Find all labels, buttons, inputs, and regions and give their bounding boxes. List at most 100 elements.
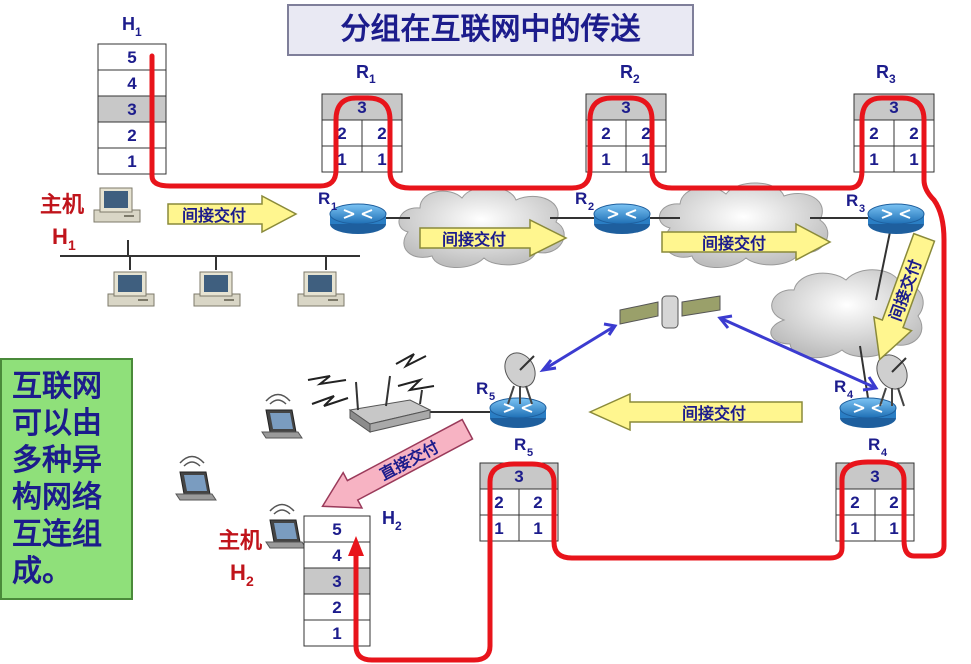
layer-label: 4	[332, 546, 342, 565]
layer-label: 2	[601, 124, 610, 143]
indirect-delivery-arrow-5: 间接交付	[588, 392, 803, 432]
router-r2-label-sub: 2	[588, 201, 594, 213]
layer-label: 1	[641, 150, 650, 169]
host-h2-laptop-icon	[265, 503, 307, 549]
lan-computer-icon	[107, 271, 155, 307]
host-h2-stack: H 2 5 4 3 2 1	[303, 508, 402, 647]
layer-label: 2	[869, 124, 878, 143]
router-r5-label-top: R 5	[476, 379, 495, 403]
layer-label: 3	[332, 572, 341, 591]
page-title: 分组在互联网中的传送	[287, 4, 694, 56]
router-r2-label: R 2	[575, 189, 594, 213]
router-r1-table-sub: 1	[369, 72, 376, 86]
satellite-icon	[619, 295, 721, 329]
lan-computer-icon	[193, 271, 241, 307]
satellite-links	[539, 314, 879, 392]
satellite-dish-icon	[497, 346, 543, 405]
layer-label: 1	[332, 624, 341, 643]
host-h1-label-text: 主机	[40, 192, 84, 217]
wireless-laptop-icon	[175, 455, 217, 501]
layer-label: 2	[533, 493, 542, 512]
layer-label: 1	[869, 150, 878, 169]
router-r2-table-sub: 2	[633, 72, 640, 86]
router-r1-table-label: R	[356, 62, 369, 82]
satellite-dish-icon	[869, 348, 915, 407]
router-r5-icon	[489, 397, 547, 429]
layer-label: 4	[127, 74, 137, 93]
wireless-laptop-icon	[261, 393, 303, 439]
indirect-delivery-label: 间接交付	[682, 404, 746, 423]
layer-label: 2	[337, 124, 346, 143]
router-r3-label: R 3	[846, 191, 865, 215]
router-r5-label-sub: 5	[527, 447, 533, 459]
host-h2-label-id: H	[230, 560, 246, 585]
layer-label: 2	[127, 126, 136, 145]
note-line: 互连组	[12, 517, 102, 552]
indirect-delivery-arrow-2: 间接交付	[419, 218, 568, 258]
indirect-delivery-label: 间接交付	[182, 206, 246, 225]
wireless-signal-icon	[307, 353, 435, 407]
router-r4-label-top: R 4	[834, 377, 854, 401]
packet-path-arrowhead	[348, 536, 364, 556]
host-h1-computer-icon	[93, 187, 141, 223]
router-r3-label-id: R	[846, 191, 858, 210]
router-r3-label-sub: 3	[859, 203, 865, 215]
layer-label: 2	[377, 124, 386, 143]
layer-label: 2	[850, 493, 859, 512]
host-h1-label-sub: 1	[68, 237, 76, 253]
router-r4-icon	[839, 397, 897, 429]
indirect-delivery-arrow-1: 间接交付	[167, 194, 298, 234]
layer-label: 1	[909, 150, 918, 169]
router-r5-label-id: R	[476, 379, 488, 398]
router-r5-label-bottom: R 5	[514, 435, 533, 459]
layer-label: 2	[909, 124, 918, 143]
router-r4-label-bottom: R 4	[868, 435, 888, 459]
router-r4-label-id: R	[834, 377, 846, 396]
host-h2-stack-sub: 2	[395, 519, 402, 533]
lan-computer-icon	[297, 271, 345, 307]
router-r1-label-id: R	[318, 189, 330, 208]
router-r5-label-sub: 5	[489, 391, 495, 403]
layer-label: 3	[514, 467, 523, 486]
note-line: 互联网	[12, 369, 102, 404]
layer-label: 1	[533, 519, 542, 538]
host-h2-label: 主机 H 2	[218, 528, 262, 589]
host-h2-label-text: 主机	[218, 528, 262, 553]
layer-label: 3	[127, 100, 136, 119]
router-r1-label: R 1	[318, 189, 337, 213]
router-r4-label-sub: 4	[847, 389, 854, 401]
router-r1-label-sub: 1	[331, 201, 337, 213]
router-r1-icon	[329, 203, 387, 235]
wireless-access-point-icon	[348, 375, 432, 433]
note-line: 成。	[12, 554, 72, 589]
note-line: 可以由	[12, 406, 102, 441]
indirect-delivery-label: 间接交付	[442, 230, 506, 249]
layer-label: 1	[494, 519, 503, 538]
host-h2-stack-label: H	[382, 508, 395, 528]
host-h1-stack-label: H	[122, 14, 135, 34]
note-line: 构网络	[12, 480, 102, 515]
host-h1-stack: H 1 5 4 3 2 1	[97, 14, 167, 175]
router-r4-label-sub: 4	[881, 447, 888, 459]
layer-label: 1	[601, 150, 610, 169]
router-r2-table-label: R	[620, 62, 633, 82]
layer-label: 3	[621, 98, 630, 117]
router-r2-label-id: R	[575, 189, 587, 208]
layer-label: 2	[494, 493, 503, 512]
layer-label: 3	[357, 98, 366, 117]
layer-label: 2	[332, 598, 341, 617]
host-h1-label: 主机 H 1	[40, 192, 84, 253]
host-h1-stack-sub: 1	[135, 25, 142, 39]
indirect-delivery-arrow-3: 间接交付	[661, 222, 832, 262]
layer-label: 2	[889, 493, 898, 512]
layer-label: 3	[889, 98, 898, 117]
layer-label: 5	[332, 520, 341, 539]
router-r3-icon	[867, 203, 925, 235]
router-r4-label-id: R	[868, 435, 880, 454]
packet-path	[149, 53, 947, 663]
router-r5-label-id: R	[514, 435, 526, 454]
layer-label: 2	[641, 124, 650, 143]
router-r3-table-sub: 3	[889, 72, 896, 86]
layer-label: 1	[377, 150, 386, 169]
